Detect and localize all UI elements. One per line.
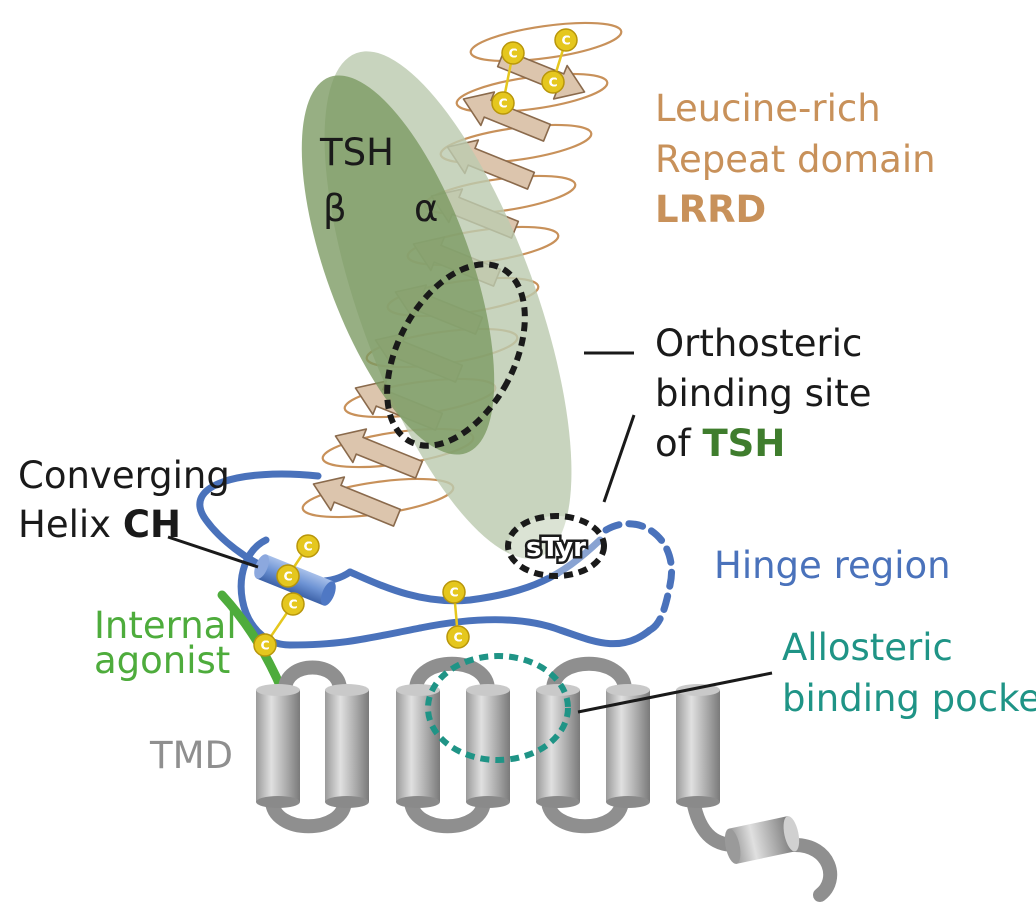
- cys-residue: C: [276, 564, 300, 588]
- hinge-lower-left: [237, 536, 424, 649]
- orthosteric-site-outline: [384, 261, 528, 449]
- disulfide-bonds: C C C C C C C C C C: [253, 28, 578, 657]
- tm-helix-4: [466, 684, 510, 808]
- beta-strand-arrow: [305, 466, 405, 536]
- cys-label: C: [261, 639, 270, 653]
- orthosteric-tsh-bold: TSH: [702, 422, 785, 465]
- tmd-loop: [409, 656, 495, 697]
- cys-label: C: [549, 76, 558, 90]
- tmd-domain: [256, 656, 838, 902]
- cys-residue: C: [446, 625, 470, 649]
- tsh-title: TSH: [319, 131, 394, 174]
- tmd-helices: [256, 684, 800, 864]
- cys-residue: C: [253, 633, 277, 657]
- styr-site: sTyr: [505, 513, 607, 579]
- cys-label: C: [499, 97, 508, 111]
- tm-helix-1: [256, 684, 300, 808]
- tm-helix-6: [606, 684, 650, 808]
- lrrd-label-line1: Leucine-rich: [655, 87, 881, 130]
- tmd-loop: [404, 793, 491, 834]
- internal-agonist-segment: [217, 590, 287, 695]
- orthosteric-of: of: [655, 422, 702, 465]
- hinge-upper-strand: [346, 536, 604, 605]
- orthosteric-label-line2: binding site: [655, 372, 872, 415]
- cys-label: C: [509, 47, 518, 61]
- cys-label: C: [562, 34, 571, 48]
- internal-agonist-label-line2: agonist: [94, 639, 230, 682]
- cys-residue: C: [491, 91, 515, 115]
- cys-residue: C: [296, 534, 320, 558]
- leader-lines: [167, 351, 773, 714]
- tsh-beta-label: β: [323, 187, 347, 230]
- hinge-dashed-loop: [602, 520, 675, 634]
- tmd-label: TMD: [149, 734, 233, 777]
- internal-agonist-label-line1: Internal: [94, 604, 237, 647]
- cys-label: C: [450, 586, 459, 600]
- orthosteric-label-line3: of TSH: [655, 422, 785, 465]
- lrrd-abbrev: LRRD: [655, 188, 766, 231]
- tmd-loop: [265, 793, 352, 834]
- cys-label: C: [454, 631, 463, 645]
- tsh-alpha-label: α: [414, 187, 438, 230]
- allosteric-leader: [577, 671, 773, 714]
- tm-helix-2: [325, 684, 369, 808]
- converging-label-line2: Helix CH: [18, 503, 181, 546]
- hinge-lower-right: [416, 616, 654, 648]
- allosteric-label-line1: Allosteric: [782, 626, 953, 669]
- tsh-beta-subunit: [301, 75, 495, 455]
- cys-residue: C: [442, 580, 466, 604]
- styr-label: sTyr: [526, 533, 586, 563]
- orthosteric-label-line1: Orthosteric: [655, 322, 862, 365]
- converging-helix-leader: [167, 535, 259, 569]
- converging-helix-word: Helix: [18, 503, 123, 546]
- cys-residue: C: [541, 70, 565, 94]
- helix-8: [724, 816, 800, 864]
- allosteric-label-line2: binding pocket: [782, 677, 1036, 720]
- tmd-loop: [278, 660, 347, 697]
- hinge-region-label: Hinge region: [714, 544, 951, 587]
- lrrd-label-line2: Repeat domain: [655, 138, 936, 181]
- styr-leader: [602, 414, 636, 503]
- cys-label: C: [289, 598, 298, 612]
- converging-label-line1: Converging: [18, 454, 230, 497]
- converging-ch-bold: CH: [123, 503, 181, 546]
- cys-label: C: [304, 540, 313, 554]
- cys-residue: C: [281, 592, 305, 616]
- tmd-loop: [541, 793, 629, 834]
- lrr-ring: [467, 14, 625, 70]
- tsh-hormone: [301, 51, 572, 559]
- cys-residue: C: [501, 41, 525, 65]
- cys-residue: C: [554, 28, 578, 52]
- cys-label: C: [284, 570, 293, 584]
- allosteric-pocket-outline: [425, 653, 571, 763]
- tm-helix-7: [676, 684, 720, 808]
- tmd-c-terminal-tail: [788, 838, 838, 902]
- styr-outline: [505, 513, 607, 579]
- tm-helix-3: [396, 684, 440, 808]
